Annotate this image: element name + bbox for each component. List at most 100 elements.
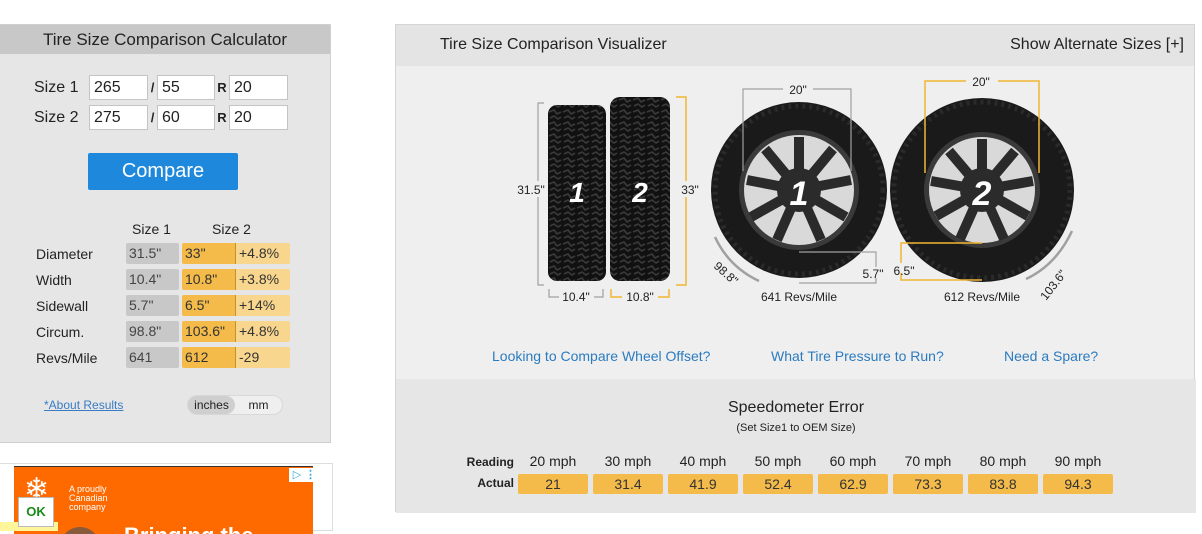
ad-headline: Bringing the — [124, 523, 254, 534]
tire1-width-label: 10.4" — [562, 290, 590, 304]
row-label: Sidewall — [36, 297, 89, 314]
row-label: Diameter — [36, 245, 93, 262]
difference-value: -29 — [236, 347, 290, 368]
tire1-height-label: 31.5" — [517, 183, 545, 197]
unit-toggle[interactable]: inches mm — [187, 395, 283, 415]
size2-width-input[interactable] — [89, 105, 148, 130]
size1-value: 31.5" — [126, 243, 179, 264]
rim-prefix: R — [217, 80, 227, 95]
speed-actual: 94.3 — [1043, 474, 1113, 494]
ad-tagline-line: company — [69, 502, 106, 512]
speed-reading: 60 mph — [829, 453, 877, 469]
size1-width-input[interactable] — [89, 75, 148, 100]
difference-value: +14% — [236, 295, 290, 316]
wheel2-circumference-label: 103.6" — [1037, 267, 1069, 303]
size1-aspect-input[interactable] — [157, 75, 215, 100]
size2-aspect-input[interactable] — [157, 105, 215, 130]
show-alternate-sizes-link[interactable]: Show Alternate Sizes [+] — [1010, 36, 1184, 53]
wheel2-revs-label: 612 Revs/Mile — [944, 290, 1020, 304]
results-row-width: Width 10.4" 10.8" +3.8% — [0, 269, 290, 290]
visualizer-title: Tire Size Comparison Visualizer — [440, 36, 667, 53]
wheel2-rim-label: 20" — [972, 75, 990, 89]
unit-option-inches[interactable]: inches — [188, 396, 235, 414]
wheel1-circumference-label: 98.8" — [711, 259, 741, 288]
compare-button[interactable]: Compare — [88, 153, 238, 190]
adchoices-icon[interactable]: ▷ — [289, 468, 305, 482]
row-label: Width — [36, 271, 72, 288]
size1-value: 641 — [126, 347, 179, 368]
wheel2-number: 2 — [972, 175, 992, 213]
size2-rim-input[interactable] — [229, 105, 288, 130]
results-row-circumference: Circum. 98.8" 103.6" +4.8% — [0, 321, 290, 342]
visualizer-panel: Tire Size Comparison Visualizer Show Alt… — [395, 24, 1196, 513]
results-row-diameter: Diameter 31.5" 33" +4.8% — [0, 243, 290, 264]
results-row-revs-per-mile: Revs/Mile 641 612 -29 — [0, 347, 290, 368]
wheel1-number: 1 — [790, 175, 809, 213]
actual-label: Actual — [477, 476, 514, 490]
separator: / — [150, 110, 155, 125]
tire1-number: 1 — [569, 177, 585, 208]
speed-reading: 50 mph — [754, 453, 802, 469]
about-results-link[interactable]: *About Results — [44, 398, 124, 412]
size2-label: Size 2 — [34, 108, 79, 126]
wheel1-revs-label: 641 Revs/Mile — [761, 290, 837, 304]
speed-actual: 52.4 — [743, 474, 813, 494]
ad-banner[interactable]: ❄ A proudly Canadian company Bringing th… — [14, 466, 313, 534]
speed-actual: 62.9 — [818, 474, 888, 494]
size2-row: Size 2 / R — [0, 105, 288, 130]
ad-tagline: A proudly Canadian company — [69, 485, 108, 512]
wheel2-sidewall-label: 6.5" — [894, 264, 915, 278]
speed-reading: 90 mph — [1054, 453, 1102, 469]
speed-actual: 41.9 — [668, 474, 738, 494]
wheel2-side-diagram: 2 20" 6.5" 103.6" 612 Revs/Mile — [890, 75, 1074, 304]
separator: / — [150, 80, 155, 95]
size2-value: 103.6" — [182, 321, 236, 342]
size1-value: 98.8" — [126, 321, 179, 342]
size1-rim-input[interactable] — [229, 75, 288, 100]
tire2-height-label: 33" — [681, 183, 699, 197]
speed-reading: 30 mph — [604, 453, 652, 469]
speed-reading: 80 mph — [979, 453, 1027, 469]
speed-reading: 70 mph — [904, 453, 952, 469]
wheel1-side-diagram: 1 20" 5.7" 98.8" 641 Revs/Mile — [711, 83, 887, 304]
advertisement[interactable]: ❄ A proudly Canadian company Bringing th… — [0, 463, 333, 534]
calculator-title: Tire Size Comparison Calculator — [0, 25, 330, 54]
size2-value: 10.8" — [182, 269, 236, 290]
speed-reading: 20 mph — [529, 453, 577, 469]
difference-value: +3.8% — [236, 269, 290, 290]
speed-reading: 40 mph — [679, 453, 727, 469]
ok-button[interactable]: OK — [18, 497, 54, 527]
difference-value: +4.8% — [236, 321, 290, 342]
ad-tagline-line: Canadian — [69, 493, 108, 503]
ad-menu-icon[interactable]: ⋮ — [305, 468, 313, 482]
size1-row: Size 1 / R — [0, 75, 288, 100]
size1-value: 10.4" — [126, 269, 179, 290]
row-label: Circum. — [36, 323, 85, 340]
row-label: Revs/Mile — [36, 349, 98, 366]
ad-tagline-line: A proudly — [69, 484, 107, 494]
tire-pressure-link[interactable]: What Tire Pressure to Run? — [771, 348, 944, 364]
speed-actual: 31.4 — [593, 474, 663, 494]
size2-value: 612 — [182, 347, 236, 368]
tire2-width-label: 10.8" — [626, 290, 654, 304]
reading-label: Reading — [466, 455, 514, 469]
speed-actual: 73.3 — [893, 474, 963, 494]
wheel1-rim-label: 20" — [789, 83, 807, 97]
difference-value: +4.8% — [236, 243, 290, 264]
unit-option-mm[interactable]: mm — [248, 398, 269, 412]
size1-label: Size 1 — [34, 78, 79, 96]
rim-prefix: R — [217, 110, 227, 125]
need-a-spare-link[interactable]: Need a Spare? — [1004, 348, 1099, 364]
wheel-offset-link[interactable]: Looking to Compare Wheel Offset? — [492, 348, 711, 364]
calculator-panel: Tire Size Comparison Calculator Size 1 /… — [0, 24, 331, 443]
size2-value: 6.5" — [182, 295, 236, 316]
results-header-size1: Size 1 — [132, 221, 171, 237]
visualizer-header: Tire Size Comparison Visualizer Show Alt… — [396, 25, 1194, 66]
results-header-size2: Size 2 — [212, 221, 251, 237]
tire1-front-image — [548, 105, 606, 281]
speedometer-error-section: Speedometer Error (Set Size1 to OEM Size… — [396, 379, 1196, 513]
speed-actual: 21 — [518, 474, 588, 494]
speedometer-title: Speedometer Error — [727, 399, 865, 416]
wheel1-sidewall-label: 5.7" — [863, 267, 884, 281]
speedometer-subtitle: (Set Size1 to OEM Size) — [736, 422, 856, 434]
